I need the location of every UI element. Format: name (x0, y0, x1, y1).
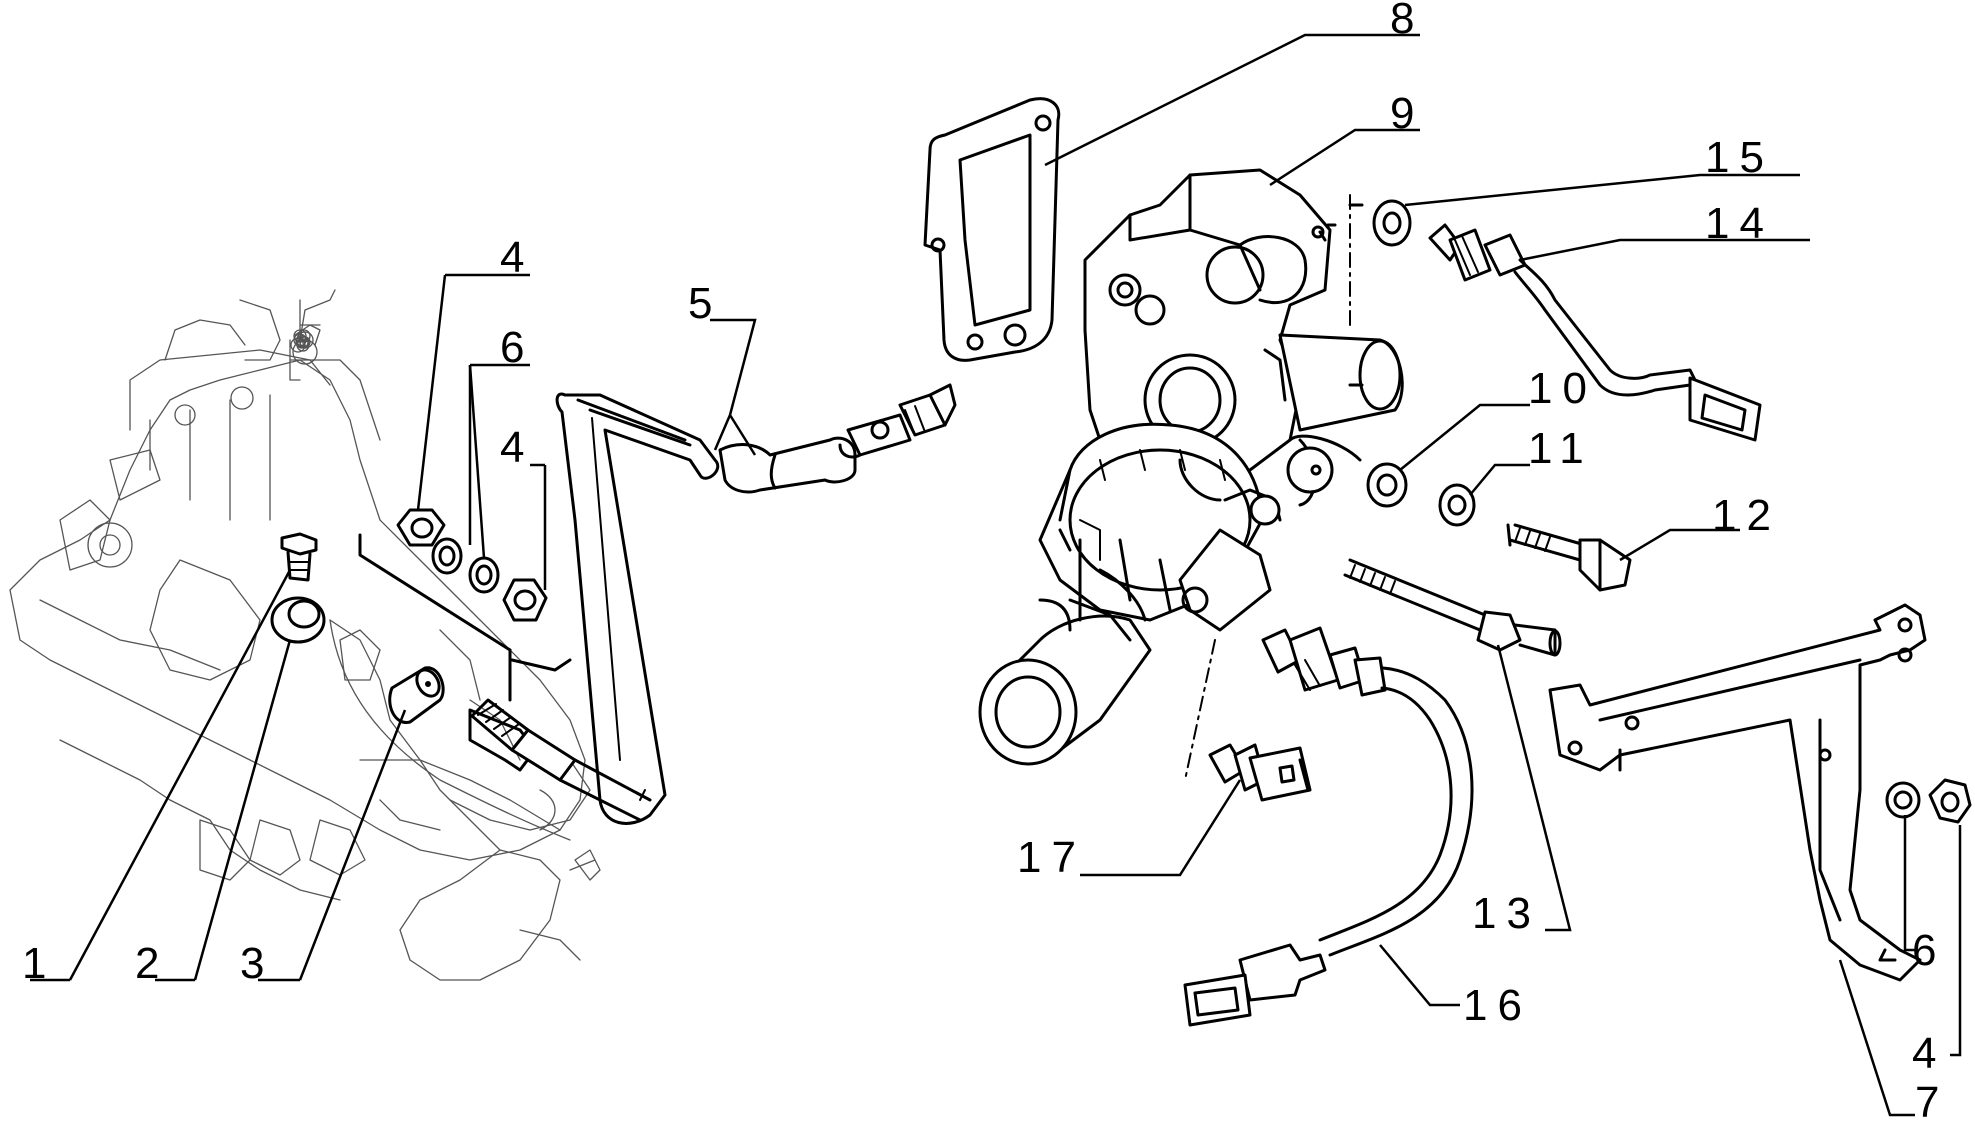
callout-labels: 1 2 3 4 6 4 5 8 9 15 14 10 11 12 13 16 1… (22, 0, 1949, 1122)
callout-2: 2 (135, 939, 169, 988)
leader-lines (30, 33, 1962, 1117)
part-6-lock-washer-lower (468, 556, 500, 594)
callout-16: 16 (1463, 981, 1532, 1030)
callout-12: 12 (1712, 491, 1781, 540)
part-5-coolant-pipe (470, 383, 957, 825)
callout-6-right: 6 (1912, 926, 1946, 975)
part-9-thermostat-housing (978, 168, 1404, 766)
part-11-washer (1438, 483, 1476, 527)
callout-14: 14 (1705, 199, 1774, 248)
part-13-stud (1343, 558, 1562, 657)
part-12-bolt (1506, 523, 1632, 592)
part-7-bracket (1548, 603, 1927, 982)
part-10-washer (1366, 462, 1408, 508)
engine-block-sketch (9, 289, 601, 981)
callout-17: 17 (1017, 833, 1086, 882)
part-2-bush (270, 596, 326, 644)
callout-13: 13 (1472, 889, 1541, 938)
part-17-switch-sensor (1208, 743, 1312, 802)
callout-5: 5 (688, 279, 722, 328)
part-8-gasket (923, 97, 1061, 362)
callout-4-right: 4 (1912, 1029, 1946, 1078)
part-4-nut-right (1928, 778, 1972, 824)
stud-with-break (358, 533, 572, 772)
callout-3: 3 (240, 939, 274, 988)
callout-1: 1 (22, 939, 56, 988)
part-3-union (388, 666, 445, 724)
part-6-lock-washer-right (1885, 781, 1921, 819)
part-1-bleed-screw (280, 532, 318, 582)
callout-15: 15 (1705, 133, 1774, 182)
callout-8: 8 (1390, 0, 1424, 43)
callout-7: 7 (1915, 1078, 1949, 1122)
part-4-nut-lower (502, 578, 548, 622)
callout-10: 10 (1528, 364, 1597, 413)
callout-4-upper: 4 (500, 233, 534, 282)
assembly-centerlines (1184, 194, 1364, 781)
part-15-washer (1372, 199, 1412, 247)
callout-4-middle: 4 (500, 423, 534, 472)
part-6-lock-washer-upper (431, 537, 463, 575)
part-16-sensor-with-lead (1183, 626, 1474, 1027)
callout-11: 11 (1528, 424, 1594, 473)
part-14-temperature-sensor (1428, 223, 1762, 442)
part-4-nut-upper (396, 508, 446, 547)
callout-9: 9 (1390, 89, 1424, 138)
callout-6-left: 6 (500, 323, 534, 372)
